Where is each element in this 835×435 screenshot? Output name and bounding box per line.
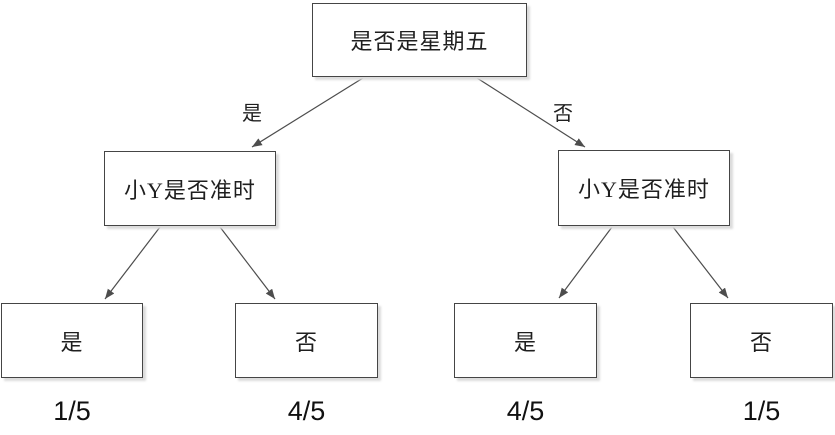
- probability-right-yes: 4/5: [506, 396, 545, 426]
- branch-node-right[interactable]: 小Y是否准时: [558, 150, 730, 226]
- probability-left-yes: 1/5: [53, 396, 91, 426]
- leaf-node-right-yes[interactable]: 是: [454, 303, 597, 378]
- leaf-node-left-yes[interactable]: 是: [1, 303, 143, 378]
- edge-right-node-to-leaf-no: [672, 226, 729, 299]
- edge-left-node-to-leaf-no: [219, 226, 276, 300]
- edge-left-node-to-leaf-yes: [104, 226, 161, 300]
- probability-right-no: 1/5: [742, 396, 781, 426]
- edge-label-yes: 是: [242, 103, 262, 125]
- edge-root-to-left-node: [251, 77, 364, 148]
- leaf-node-right-no[interactable]: 否: [690, 303, 833, 378]
- edge-root-to-right-node: [476, 77, 586, 148]
- leaf-node-left-no[interactable]: 否: [235, 303, 378, 378]
- edge-label-no: 否: [553, 103, 573, 125]
- root-node[interactable]: 是否是星期五: [312, 3, 527, 77]
- probability-left-no: 4/5: [287, 396, 326, 426]
- branch-node-left[interactable]: 小Y是否准时: [104, 151, 276, 226]
- edge-right-node-to-leaf-yes: [558, 226, 613, 299]
